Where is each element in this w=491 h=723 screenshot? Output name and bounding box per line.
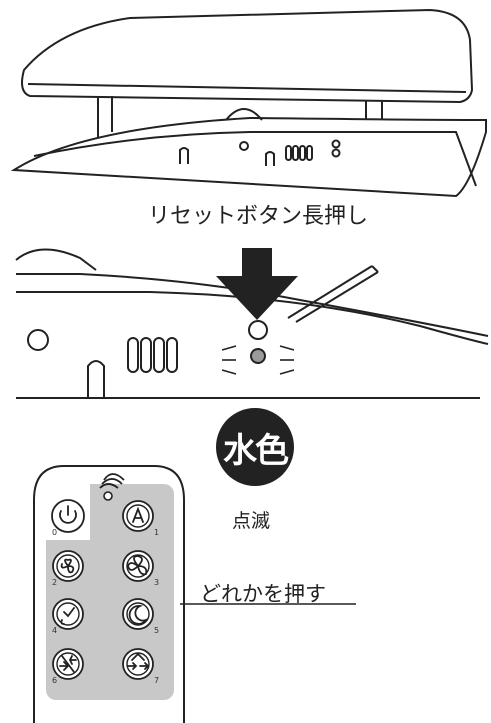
button-number-7: 7 (154, 676, 160, 685)
status-led (250, 348, 266, 364)
remote-instruction-caption: どれかを押す (200, 582, 326, 606)
device-open-illustration (10, 8, 487, 198)
device-vent-top (285, 145, 313, 161)
led-status-caption: 点滅 (232, 510, 271, 532)
button-number-1: 1 (154, 528, 160, 537)
led-color-badge: 水色 (216, 408, 294, 486)
button-number-4: 4 (52, 626, 58, 635)
pin-tool-icon (287, 265, 379, 323)
button-number-0: 0 (52, 528, 58, 537)
button-number-3: 3 (154, 578, 160, 587)
button-number-2: 2 (52, 578, 58, 587)
device-vent-closeup (127, 337, 178, 373)
power-icon[interactable] (51, 499, 85, 533)
device-base (10, 116, 487, 198)
screw-hole (27, 329, 49, 351)
device-closeup (15, 248, 489, 399)
led-blink-marks (221, 345, 295, 375)
ir-emitter (103, 491, 113, 501)
device-lid (21, 8, 474, 104)
reset-button-hole (248, 320, 268, 340)
button-number-5: 5 (154, 626, 160, 635)
signal-icon (99, 473, 125, 489)
press-arrow-icon (216, 248, 298, 320)
reset-instruction-caption: リセットボタン長押し (148, 204, 369, 229)
button-number-6: 6 (52, 676, 58, 685)
